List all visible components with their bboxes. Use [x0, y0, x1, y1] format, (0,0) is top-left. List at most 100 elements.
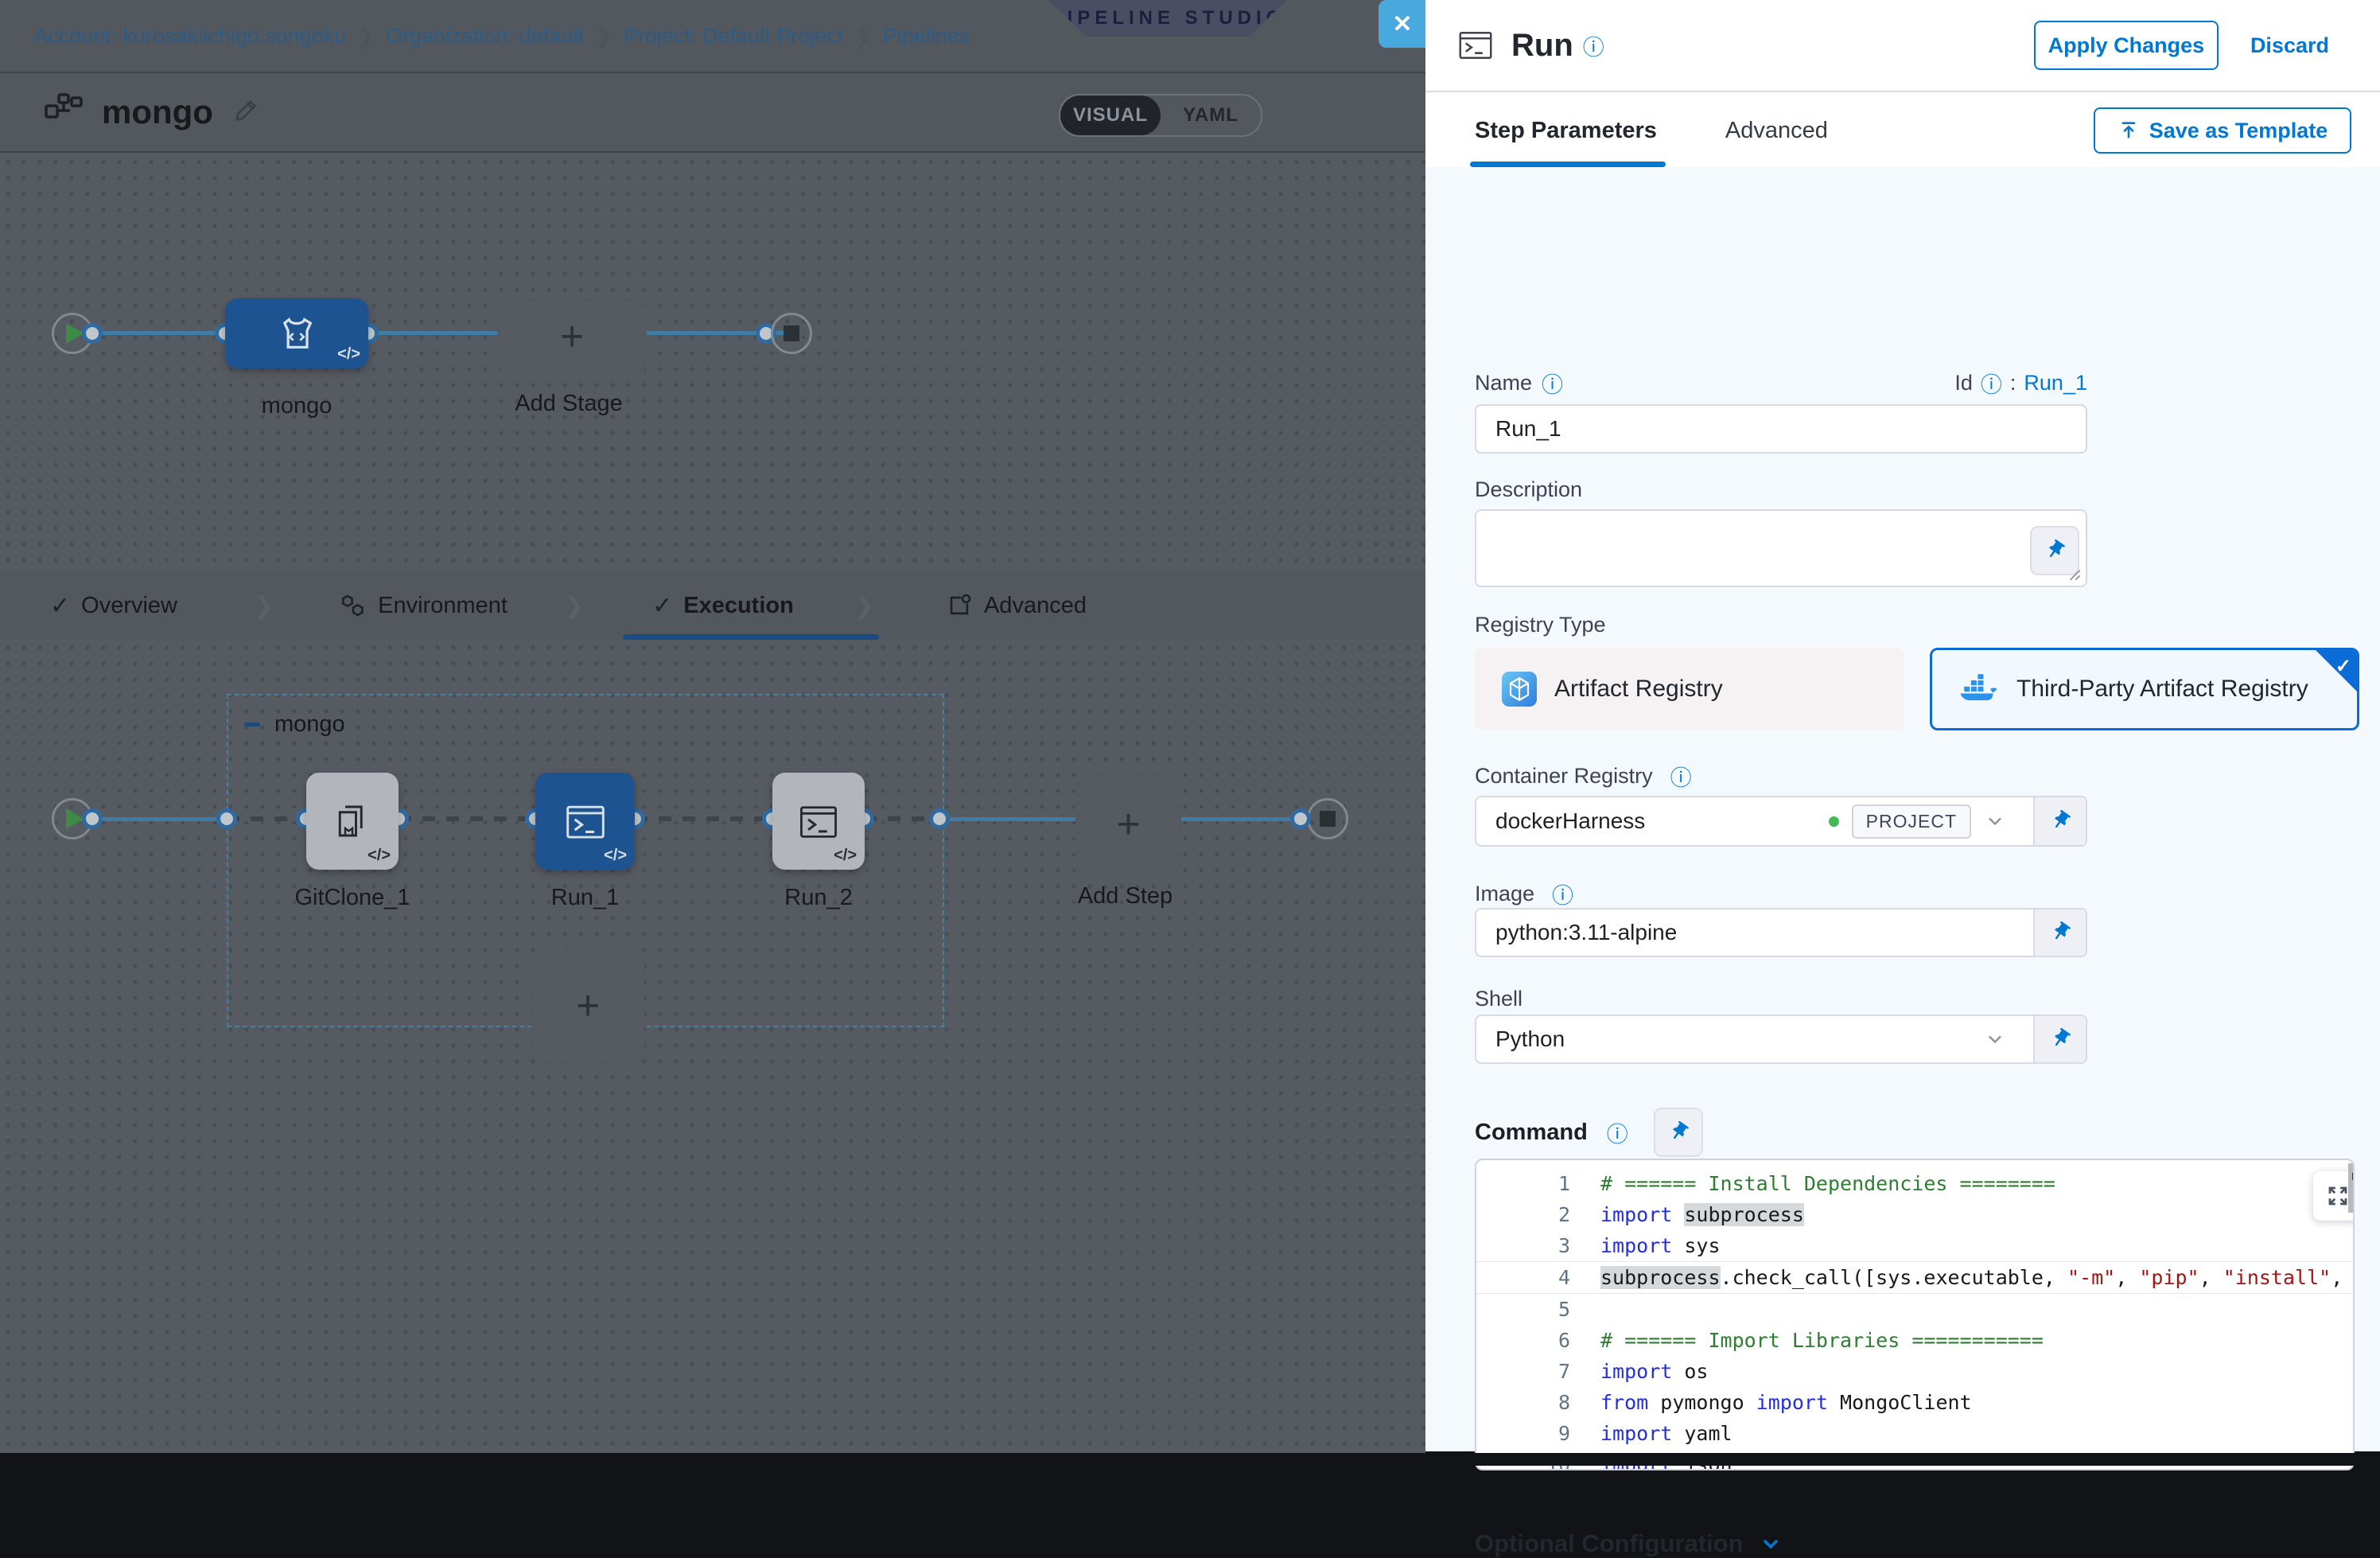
expand-editor-button[interactable]	[2313, 1171, 2353, 1221]
pin-icon	[2055, 1027, 2071, 1046]
info-icon[interactable]: ⓘ	[1582, 35, 1604, 60]
tab-step-parameters[interactable]: Step Parameters	[1475, 117, 1657, 143]
execution-canvas[interactable]: mongo </> GitClone_1	[0, 640, 1425, 1453]
save-as-template-button[interactable]: Save as Template	[2094, 107, 2351, 154]
editor-scrollbar-thumb[interactable]	[2348, 1163, 2353, 1213]
add-step-label[interactable]: Add Step	[1077, 883, 1173, 909]
tab-step-advanced[interactable]: Advanced	[1725, 117, 1828, 143]
breadcrumb-account[interactable]: Account: kurosakiichigo.songoku	[33, 23, 347, 48]
pin-input-type-button[interactable]	[2033, 1016, 2086, 1062]
drawer-tab-bar: Step Parameters Advanced Save as Templat…	[1425, 94, 2380, 167]
info-icon[interactable]: ⓘ	[1606, 1122, 1628, 1147]
tab-execution[interactable]: ✓ Execution	[652, 592, 794, 620]
fullscreen-icon	[2328, 1186, 2347, 1206]
stop-icon	[784, 325, 799, 341]
line-content: import sys	[1600, 1234, 1721, 1257]
tab-advanced[interactable]: Advanced	[946, 592, 1087, 619]
code-line[interactable]: 1# ====== Install Dependencies ========	[1476, 1168, 2353, 1199]
breadcrumb-project[interactable]: Project: Default Project	[624, 23, 844, 48]
registry-option-artifact-label: Artifact Registry	[1554, 676, 1723, 702]
line-number: 2	[1558, 1203, 1570, 1226]
registry-option-third-party-selected[interactable]: Third-Party Artifact Registry ✓	[1930, 648, 2359, 730]
group-label[interactable]: mongo	[274, 711, 345, 737]
apply-changes-button[interactable]: Apply Changes	[2033, 21, 2219, 70]
step-node-gitclone[interactable]: </>	[306, 773, 399, 870]
chevron-right-icon: ❯	[254, 592, 274, 619]
shell-select-value: Python	[1495, 1026, 1565, 1051]
code-line[interactable]: 6# ====== Import Libraries ===========	[1476, 1325, 2353, 1356]
chevron-down-icon[interactable]	[1984, 1028, 2006, 1050]
code-line[interactable]: 5	[1476, 1294, 2353, 1325]
collapse-minus-icon[interactable]	[244, 723, 260, 726]
info-icon[interactable]: ⓘ	[1542, 373, 1564, 397]
step-label-gitclone[interactable]: GitClone_1	[294, 885, 410, 910]
connector-dotted	[635, 816, 772, 821]
pipeline-end-node	[771, 313, 812, 354]
drawer-header: Run ⓘ Apply Changes Discard	[1425, 0, 2380, 92]
pin-input-type-button[interactable]	[1653, 1108, 1703, 1157]
environment-icon	[342, 594, 364, 617]
resize-handle-icon[interactable]	[2068, 568, 2081, 581]
chevron-right-icon: ❯	[357, 23, 375, 48]
step-node-run1-selected[interactable]: </>	[535, 773, 635, 870]
line-content: import yaml	[1600, 1422, 1732, 1445]
edit-pencil-icon[interactable]	[232, 97, 259, 128]
command-code-editor[interactable]: 1# ====== Install Dependencies ========2…	[1475, 1159, 2355, 1470]
stage-canvas[interactable]: </> mongo + Add Stage	[0, 154, 1425, 571]
add-stage-button[interactable]: +	[497, 298, 647, 375]
tab-environment[interactable]: Environment	[340, 592, 508, 619]
id-value[interactable]: Run_1	[2024, 371, 2087, 395]
step-node-run2[interactable]: </>	[772, 773, 865, 870]
info-icon[interactable]: ⓘ	[1980, 373, 2002, 397]
shell-select[interactable]: Python	[1475, 1015, 2087, 1064]
chevron-right-icon: ❯	[563, 592, 585, 619]
pipeline-icon	[45, 92, 83, 132]
line-number: 8	[1558, 1391, 1570, 1414]
editor-scrollbar-track[interactable]	[2353, 1160, 2355, 1469]
description-textarea[interactable]	[1475, 509, 2087, 587]
terminal-icon	[800, 806, 837, 838]
container-registry-select[interactable]: dockerHarness PROJECT	[1475, 796, 2087, 847]
breadcrumb-organization[interactable]: Organization: default	[386, 23, 585, 48]
editor-scrollbar-handle[interactable]	[2352, 1173, 2353, 1180]
image-input[interactable]: python:3.11-alpine	[1475, 908, 2087, 957]
add-stage-label[interactable]: Add Stage	[515, 391, 623, 416]
add-step-button[interactable]: +	[1075, 773, 1181, 876]
breadcrumb-pipelines[interactable]: Pipelines	[882, 23, 970, 48]
chevron-down-icon	[1763, 1539, 1778, 1549]
pin-input-type-button[interactable]	[2030, 526, 2079, 575]
discard-button[interactable]: Discard	[2250, 33, 2329, 57]
step-config-drawer: Run ⓘ Apply Changes Discard Step Paramet…	[1425, 0, 2380, 1557]
step-label-run2[interactable]: Run_2	[784, 885, 853, 910]
connector-dotted	[864, 816, 939, 821]
pipeline-name: mongo	[102, 93, 213, 130]
step-label-run1[interactable]: Run_1	[550, 885, 620, 910]
line-number: 1	[1558, 1172, 1570, 1195]
connector	[939, 817, 1075, 821]
close-drawer-button[interactable]: ✕	[1379, 0, 1426, 48]
tab-overview[interactable]: ✓ Overview	[50, 592, 177, 620]
stage-label[interactable]: mongo	[261, 393, 332, 419]
pin-input-type-button[interactable]	[2033, 909, 2086, 956]
name-input[interactable]: Run_1	[1475, 404, 2087, 454]
stage-node-mongo[interactable]: </>	[225, 298, 368, 368]
add-parallel-step-button[interactable]: +	[531, 947, 644, 1065]
code-badge: </>	[368, 847, 391, 864]
stop-icon	[1320, 811, 1336, 827]
id-label: Id	[1954, 371, 1973, 395]
line-number: 5	[1558, 1298, 1570, 1321]
pin-input-type-button[interactable]	[2033, 797, 2086, 845]
chevron-down-icon[interactable]	[1984, 810, 2006, 832]
registry-option-artifact[interactable]: Artifact Registry	[1475, 648, 1904, 730]
info-icon[interactable]: ⓘ	[1670, 766, 1692, 790]
info-icon[interactable]: ⓘ	[1552, 884, 1574, 908]
toggle-visual[interactable]: VISUAL	[1060, 95, 1161, 135]
toggle-yaml[interactable]: YAML	[1183, 104, 1239, 126]
optional-configuration-toggle[interactable]: Optional Configuration	[1475, 1529, 1783, 1558]
